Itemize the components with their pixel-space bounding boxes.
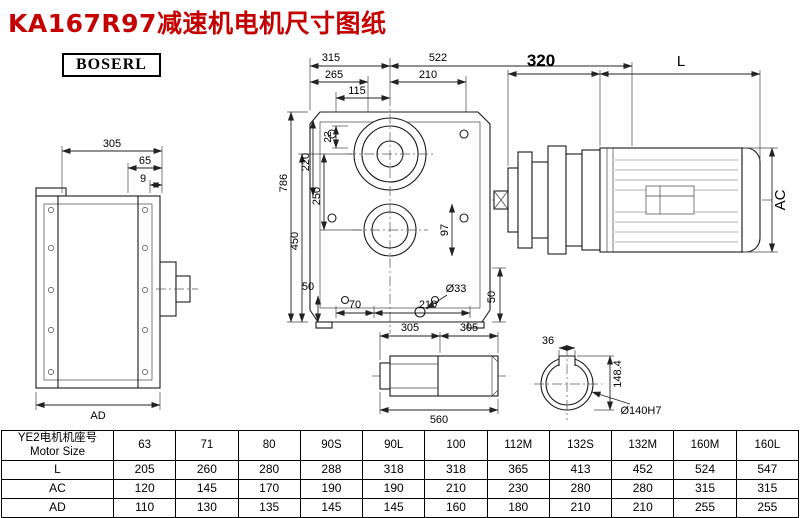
table-cell: 547: [735, 460, 800, 480]
table-cell: 260: [175, 460, 239, 480]
dim-shaft-305-b: 305: [460, 322, 478, 334]
table-cell: 170: [237, 479, 301, 499]
table-cell: 145: [175, 479, 239, 499]
dim-front-115: 115: [348, 85, 366, 97]
gearbox-side-view: [35, 187, 198, 389]
table-cell: 280: [237, 460, 301, 480]
column-header-90l: 90L: [362, 430, 426, 461]
table-cell: 210: [611, 498, 675, 518]
table-cell: 318: [362, 460, 426, 480]
table-cell: 130: [175, 498, 239, 518]
table-cell: 210: [424, 479, 488, 499]
table-cell: 280: [611, 479, 675, 499]
table-header-row: YE2电机机座号 Motor Size 63 71 80 90S 90L 100…: [1, 430, 800, 461]
hollow-shaft-bore-view: [534, 346, 602, 420]
table-cell: 524: [673, 460, 737, 480]
dim-front-50-right: 50: [486, 291, 498, 303]
brand-logo: BOSERL: [62, 53, 161, 77]
dim-front-hole-33: Ø33: [446, 283, 467, 295]
dim-motor-L: L: [677, 53, 685, 70]
front-view-dimensions: 315 522 265 210 115 786 450 220 250: [278, 52, 633, 323]
dim-front-220: 220: [300, 153, 312, 171]
table-cell: 288: [299, 460, 364, 480]
row-label-AD: AD: [1, 498, 114, 518]
dim-front-265: 265: [325, 69, 343, 81]
dim-front-210-bottom: 210: [419, 299, 437, 311]
dim-front-786: 786: [278, 174, 290, 192]
dim-front-522: 522: [429, 52, 447, 64]
dim-shaft-560: 560: [430, 414, 448, 426]
gearbox-front-view: [309, 96, 491, 334]
dim-shaft-305-a: 305: [401, 322, 419, 334]
table-cell: 205: [112, 460, 177, 480]
table-cell: 452: [611, 460, 675, 480]
dim-bore-140h7: Ø140H7: [621, 405, 662, 417]
table-cell: 315: [735, 479, 800, 499]
dim-front-250: 250: [311, 187, 323, 205]
side-view-dimensions: 305 65 9 AD: [35, 138, 163, 422]
table-cell: 190: [299, 479, 364, 499]
column-header-160m: 160M: [673, 430, 737, 461]
shaft-dimensions: 305 305 560: [379, 322, 499, 426]
table-cell: 255: [735, 498, 800, 518]
table-cell: 180: [486, 498, 550, 518]
dim-front-210-top: 210: [419, 69, 437, 81]
dim-front-97: 97: [439, 224, 451, 236]
dim-bore-148: 148.4: [612, 360, 624, 388]
table-cell: 255: [673, 498, 737, 518]
dim-motor-320: 320: [527, 51, 555, 70]
table-corner-cell: YE2电机机座号 Motor Size: [1, 430, 114, 461]
motor-frame-label-cn: YE2电机机座号: [17, 432, 98, 445]
table-row-L: L 205 260 280 288 318 318 365 413 452 52…: [1, 460, 800, 480]
table-cell: 160: [424, 498, 488, 518]
motor-side-view: [492, 145, 774, 255]
bore-dimensions: 36 148.4 Ø140H7: [542, 335, 662, 417]
dim-front-22: 22: [323, 131, 334, 143]
dim-motor-AC: AC: [772, 189, 789, 210]
technical-drawing: 305 65 9 AD: [35, 51, 789, 426]
output-shaft-view: [372, 355, 506, 397]
table-cell: 145: [299, 498, 364, 518]
column-header-63: 63: [112, 430, 177, 461]
table-cell: 120: [112, 479, 177, 499]
table-cell: 230: [486, 479, 550, 499]
table-row-AC: AC 120 145 170 190 190 210 230 280 280 3…: [1, 479, 800, 499]
table-cell: 318: [424, 460, 488, 480]
motor-dimensions: 320 L AC: [507, 51, 789, 253]
dim-side-offset2: 9: [140, 173, 146, 185]
table-cell: 190: [362, 479, 426, 499]
table-cell: 135: [237, 498, 301, 518]
motor-size-table: YE2电机机座号 Motor Size 63 71 80 90S 90L 100…: [1, 430, 800, 518]
column-header-90s: 90S: [299, 430, 364, 461]
motor-frame-label-en: Motor Size: [30, 445, 85, 458]
dim-bore-36: 36: [542, 335, 554, 347]
row-label-L: L: [1, 460, 114, 480]
row-label-AC: AC: [1, 479, 114, 499]
table-cell: 145: [362, 498, 426, 518]
table-cell: 110: [112, 498, 177, 518]
column-header-132m: 132M: [611, 430, 675, 461]
column-header-132s: 132S: [548, 430, 613, 461]
column-header-100: 100: [424, 430, 488, 461]
column-header-80: 80: [237, 430, 301, 461]
page-title: KA167R97减速机电机尺寸图纸: [8, 9, 387, 38]
table-cell: 210: [548, 498, 613, 518]
column-header-112m: 112M: [486, 430, 550, 461]
table-cell: 413: [548, 460, 613, 480]
dim-front-50-left: 50: [302, 281, 314, 293]
column-header-71: 71: [175, 430, 239, 461]
dim-side-width: 305: [103, 138, 121, 150]
table-cell: 280: [548, 479, 613, 499]
dim-front-70: 70: [349, 299, 361, 311]
dim-front-450: 450: [289, 232, 301, 250]
column-header-160l: 160L: [735, 430, 800, 461]
dim-side-ad: AD: [90, 410, 105, 422]
table-row-AD: AD 110 130 135 145 145 160 180 210 210 2…: [1, 498, 800, 518]
table-cell: 365: [486, 460, 550, 480]
dim-side-offset1: 65: [139, 155, 151, 167]
table-cell: 315: [673, 479, 737, 499]
dim-front-315: 315: [322, 52, 340, 64]
